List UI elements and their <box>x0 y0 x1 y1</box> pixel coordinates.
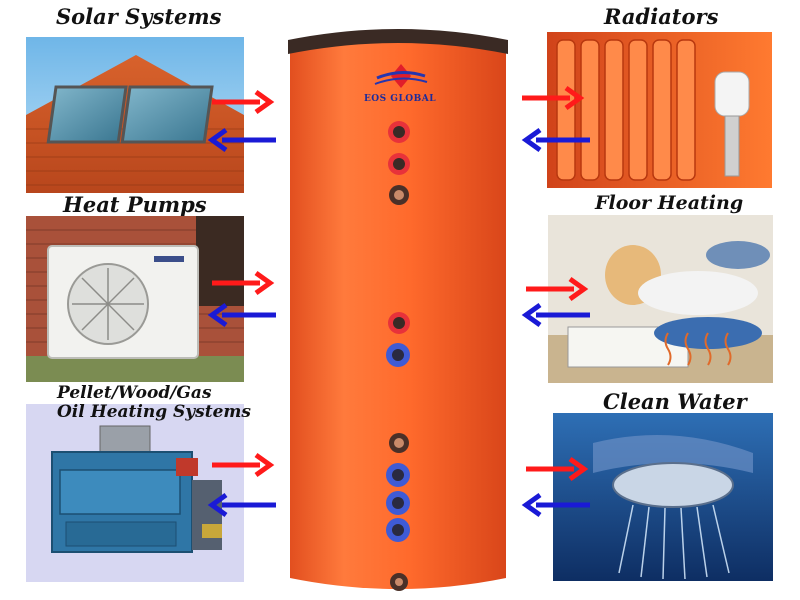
storage-tank <box>288 29 508 589</box>
radiators-image <box>547 32 772 188</box>
floor-heating-supply-arrow <box>526 276 589 302</box>
connector-port <box>386 343 410 367</box>
clean-water-image <box>553 413 773 581</box>
oil-heating-systems-label: Oil Heating Systems <box>57 402 251 422</box>
heat-pump-supply-arrow <box>212 270 275 296</box>
connector-port <box>386 518 410 542</box>
heat-pump-return-arrow <box>207 302 276 328</box>
connector-port <box>390 573 408 591</box>
eos-global-logo-icon <box>374 64 428 88</box>
floor-heating-image <box>548 215 773 383</box>
connector-port <box>388 121 410 143</box>
clean-water-return-arrow <box>521 492 590 518</box>
clean-water-label: Clean Water <box>603 389 747 414</box>
heat-pumps-image <box>26 216 244 382</box>
radiator-return-arrow <box>521 127 590 153</box>
solar-return-arrow <box>207 127 276 153</box>
solar-systems-label: Solar Systems <box>56 4 222 29</box>
heat-pumps-label: Heat Pumps <box>63 192 207 217</box>
solar-supply-arrow <box>212 89 275 115</box>
floor-heating-return-arrow <box>521 302 590 328</box>
connector-port <box>386 491 410 515</box>
connector-port <box>388 153 410 175</box>
connector-port <box>389 185 409 205</box>
floor-heating-label: Floor Heating <box>595 192 744 214</box>
connector-port <box>388 312 410 334</box>
clean-water-supply-arrow <box>526 456 589 482</box>
connector-port <box>389 433 409 453</box>
pellet-wood-gas-label: Pellet/Wood/Gas <box>57 383 212 403</box>
solar-systems-image <box>26 37 244 193</box>
radiator-supply-arrow <box>522 85 585 111</box>
connector-port <box>386 463 410 487</box>
boiler-supply-arrow <box>212 452 275 478</box>
radiators-label: Radiators <box>604 4 719 29</box>
boiler-return-arrow <box>207 492 276 518</box>
brand-text: EOS GLOBAL <box>363 94 437 104</box>
